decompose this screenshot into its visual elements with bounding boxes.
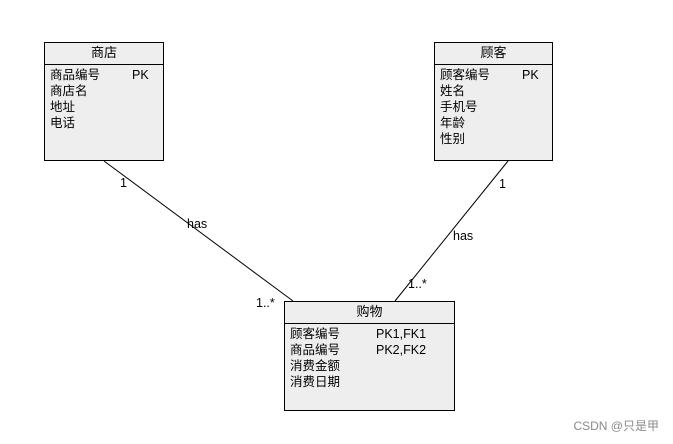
attribute-name: 顾客编号 (440, 67, 491, 82)
attribute-row: 年龄 (440, 115, 552, 131)
attribute-name: 性别 (440, 131, 466, 146)
attribute-row: 地址 (50, 99, 163, 115)
entity-store-title: 商店 (45, 43, 163, 65)
attribute-name: 电话 (50, 115, 76, 130)
attribute-row: 顾客编号 PK1,FK1 (290, 326, 454, 342)
attribute-name: 消费金额 (290, 358, 341, 373)
customer-multiplicity: 1 (499, 177, 506, 191)
purchase-multiplicity-store-side: 1..* (256, 296, 275, 310)
customer-purchase-relation-label: has (453, 229, 474, 243)
customer-purchase-line (394, 160, 509, 302)
entity-customer-title: 顾客 (435, 43, 552, 65)
attribute-row: 消费日期 (290, 374, 454, 390)
attribute-row: 商店名 (50, 83, 163, 99)
attribute-key: PK1,FK1 (376, 327, 427, 341)
attribute-key: PK (522, 68, 539, 82)
attribute-name: 商店名 (50, 83, 88, 98)
store-purchase-line (103, 160, 294, 302)
attribute-name: 地址 (50, 99, 76, 114)
entity-store-attributes: 商品编号 PK 商店名 地址 电话 (45, 65, 163, 131)
store-multiplicity: 1 (120, 176, 127, 190)
attribute-name: 消费日期 (290, 374, 341, 389)
entity-purchase[interactable]: 购物 顾客编号 PK1,FK1 商品编号 PK2,FK2 消费金额 消费日期 (284, 301, 455, 411)
entity-store[interactable]: 商店 商品编号 PK 商店名 地址 电话 (44, 42, 164, 161)
attribute-key: PK2,FK2 (376, 343, 427, 357)
attribute-row: 商品编号 PK (50, 67, 163, 83)
attribute-name: 商品编号 (290, 342, 341, 357)
watermark: CSDN @只是甲 (573, 419, 659, 433)
attribute-row: 商品编号 PK2,FK2 (290, 342, 454, 358)
store-purchase-relation-label: has (187, 217, 208, 231)
attribute-key: PK (132, 68, 149, 82)
attribute-name: 姓名 (440, 83, 466, 98)
attribute-row: 顾客编号 PK (440, 67, 552, 83)
attribute-row: 手机号 (440, 99, 552, 115)
attribute-name: 手机号 (440, 99, 478, 114)
entity-customer-attributes: 顾客编号 PK 姓名 手机号 年龄 性别 (435, 65, 552, 147)
attribute-row: 性别 (440, 131, 552, 147)
attribute-name: 顾客编号 (290, 326, 341, 341)
entity-purchase-title: 购物 (285, 302, 454, 324)
entity-purchase-attributes: 顾客编号 PK1,FK1 商品编号 PK2,FK2 消费金额 消费日期 (285, 324, 454, 390)
entity-customer[interactable]: 顾客 顾客编号 PK 姓名 手机号 年龄 性别 (434, 42, 553, 161)
attribute-row: 消费金额 (290, 358, 454, 374)
attribute-row: 姓名 (440, 83, 552, 99)
attribute-name: 商品编号 (50, 67, 101, 82)
attribute-name: 年龄 (440, 115, 466, 130)
purchase-multiplicity-customer-side: 1..* (408, 277, 427, 291)
attribute-row: 电话 (50, 115, 163, 131)
